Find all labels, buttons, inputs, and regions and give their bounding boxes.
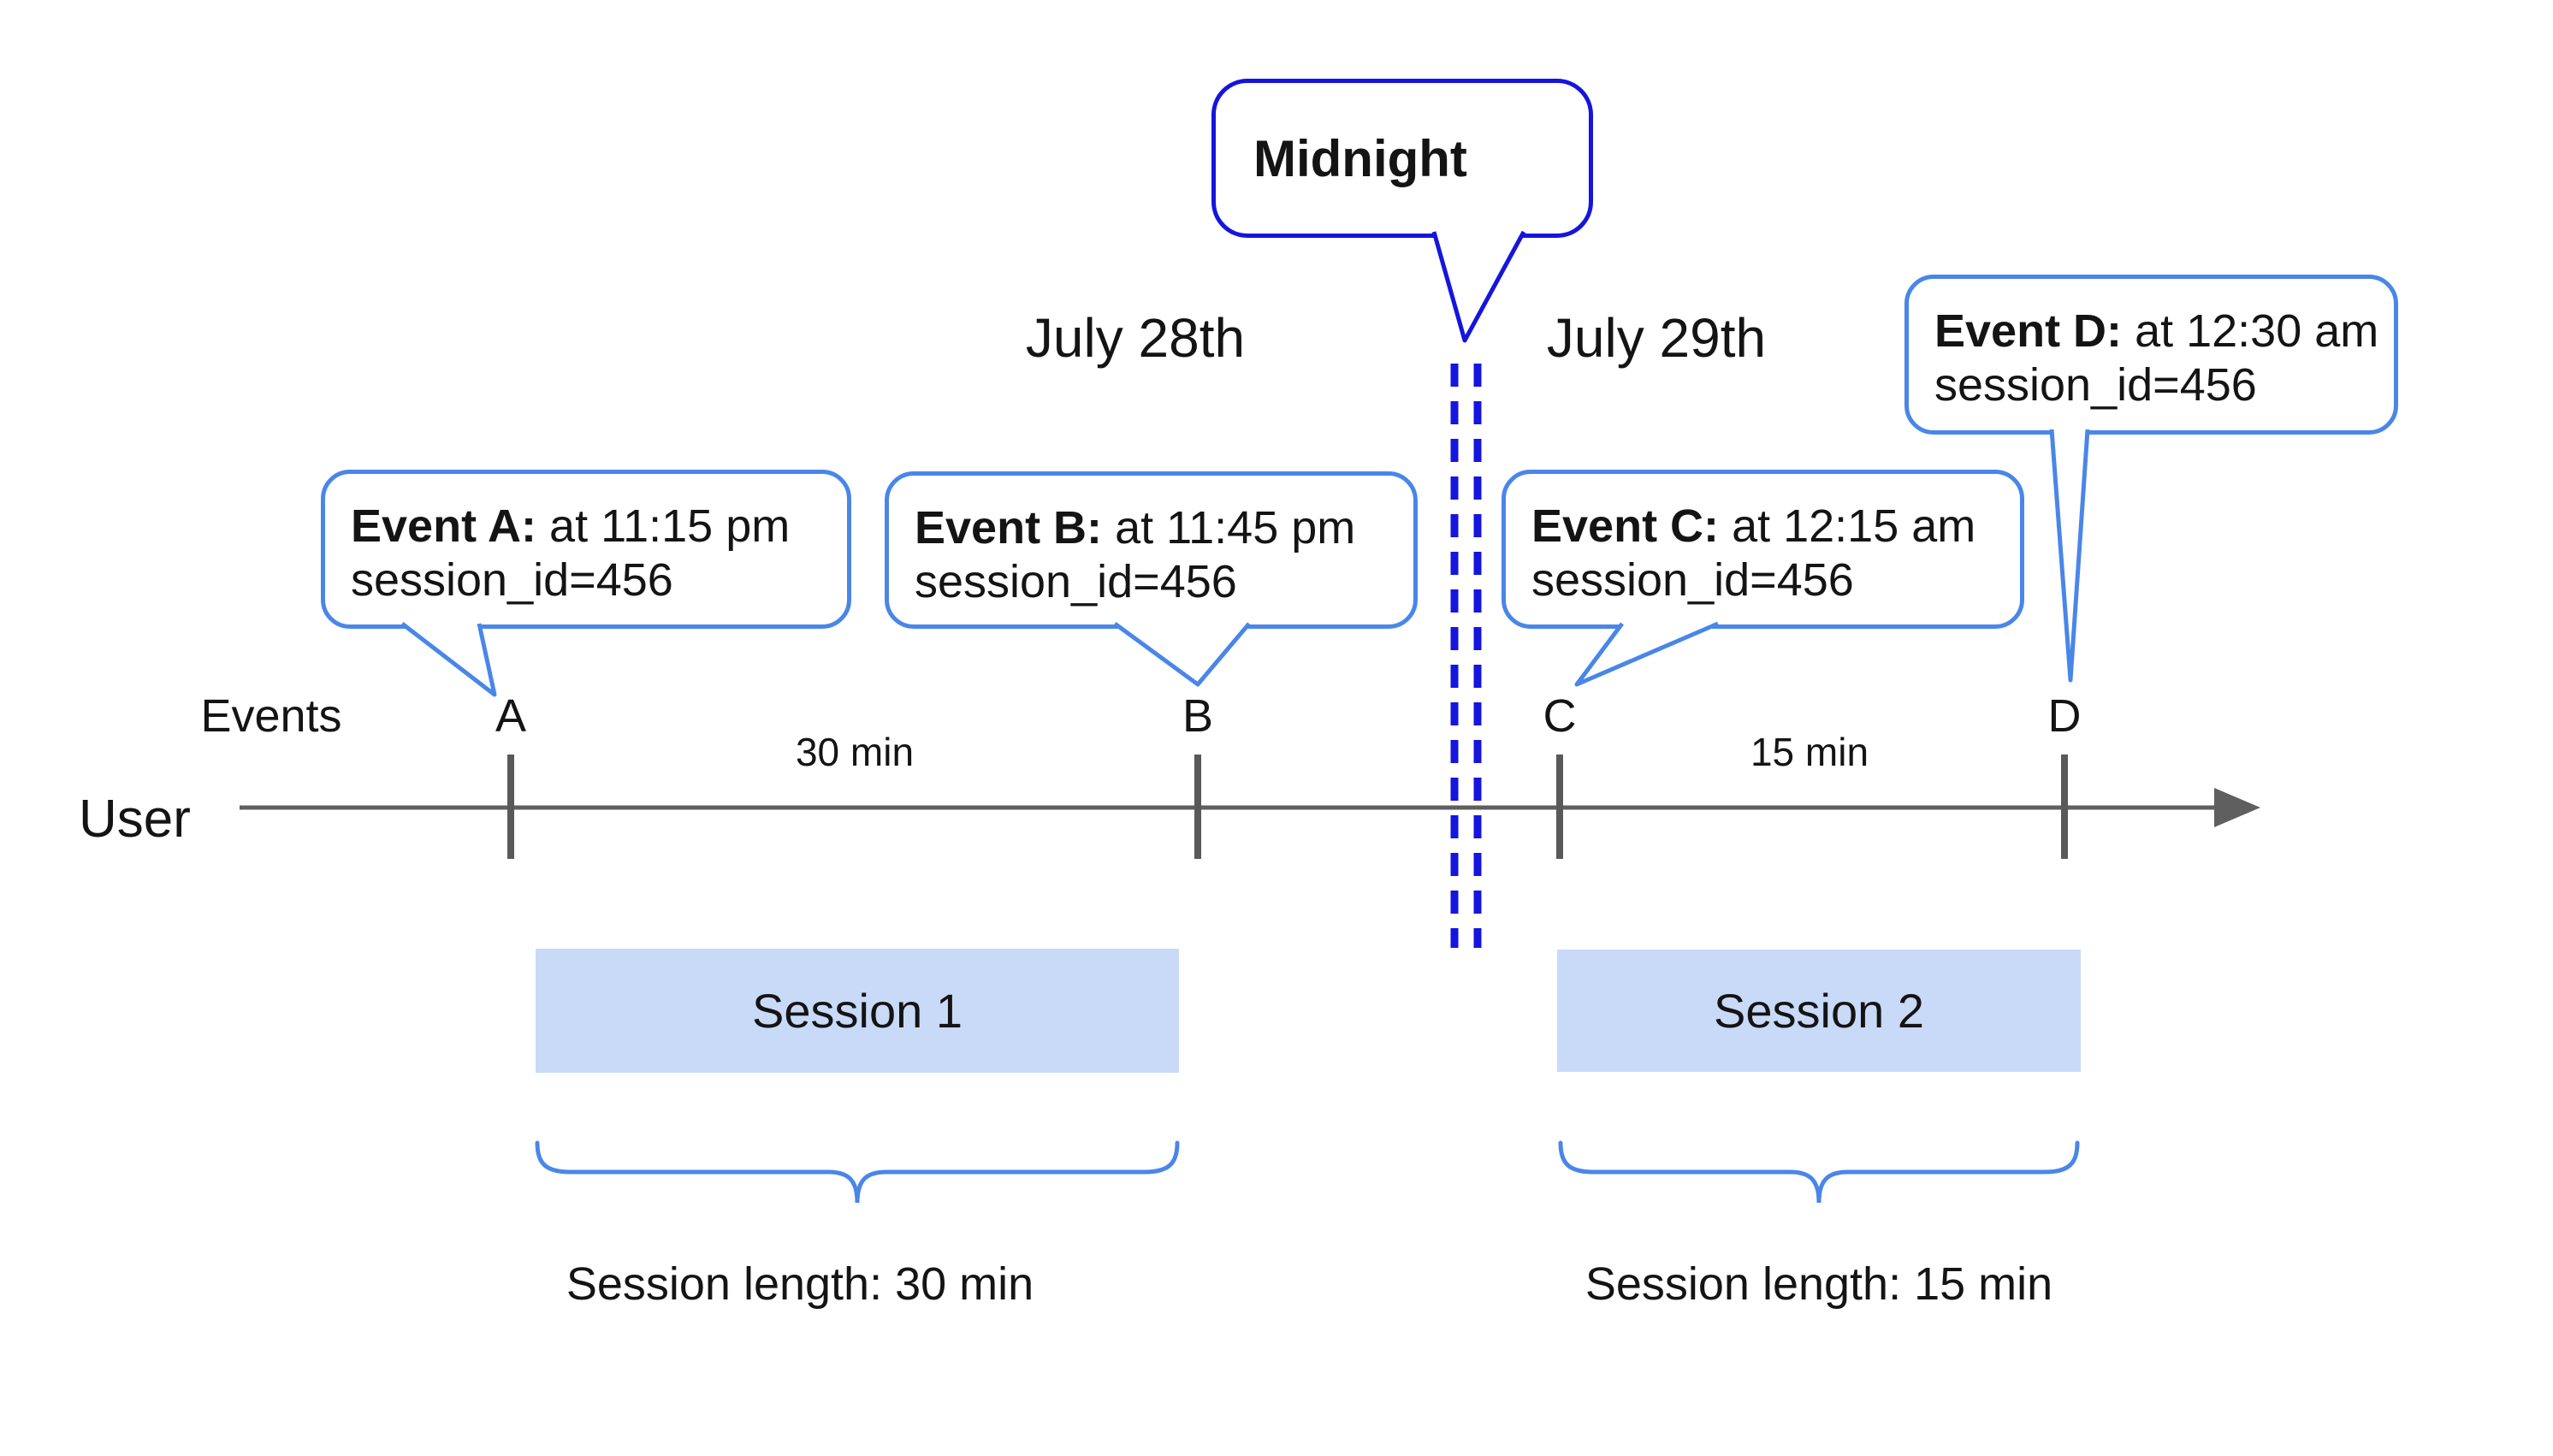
callout-tail-a <box>400 622 497 697</box>
interval-label-30min: 30 min <box>795 730 915 774</box>
event-callout-b-line1: Event B: at 11:45 pm <box>915 501 1396 555</box>
session-2-length-label: Session length: 15 min <box>1585 1258 2053 1310</box>
event-callout-c-session: session_id=456 <box>1531 554 1854 606</box>
event-callout-b-title: Event B: <box>915 502 1103 553</box>
event-callout-d-session: session_id=456 <box>1934 359 2257 411</box>
event-marker-label-c: C <box>1543 690 1577 742</box>
event-marker-label-b: B <box>1182 690 1214 742</box>
event-callout-a-session: session_id=456 <box>351 554 673 606</box>
midnight-callout: Midnight <box>1211 79 1593 238</box>
event-marker-label-a: A <box>495 690 527 742</box>
event-callout-b-time: at 11:45 pm <box>1115 502 1356 553</box>
event-callout-a-time: at 11:15 pm <box>549 500 791 552</box>
event-marker-label-d: D <box>2047 690 2082 742</box>
event-callout-b-session: session_id=456 <box>915 556 1237 607</box>
session-1-brace <box>535 1140 1180 1204</box>
session-1-label: Session 1 <box>752 984 963 1038</box>
timeline-arrowhead-icon <box>2214 788 2260 827</box>
callout-tail-c <box>1574 621 1719 687</box>
callout-tail-b <box>1113 621 1251 687</box>
event-callout-c-line1: Event C: at 12:15 am <box>1531 500 2003 553</box>
callout-tail-d <box>2049 429 2090 683</box>
event-callout-d-time: at 12:30 am <box>2135 305 2379 357</box>
events-axis-label: Events <box>200 690 342 742</box>
event-callout-b: Event B: at 11:45 pm session_id=456 <box>885 471 1418 629</box>
event-callout-c: Event C: at 12:15 am session_id=456 <box>1502 470 2024 629</box>
event-callout-a-text: Event A: at 11:15 pm session_id=456 <box>325 474 847 607</box>
date-label-july-29: July 29th <box>1546 307 1767 369</box>
session-2-label: Session 2 <box>1714 984 1924 1038</box>
event-callout-a: Event A: at 11:15 pm session_id=456 <box>321 470 851 629</box>
event-callout-d-title: Event D: <box>1934 305 2123 357</box>
event-callout-d-line1: Event D: at 12:30 am <box>1934 305 2379 358</box>
event-callout-c-title: Event C: <box>1531 500 1720 552</box>
session-2-box: Session 2 <box>1557 950 2081 1072</box>
interval-label-15min: 15 min <box>1750 730 1869 774</box>
user-axis-label: User <box>79 790 191 849</box>
event-callout-c-text: Event C: at 12:15 am session_id=456 <box>1506 474 2020 607</box>
session-1-length-label: Session length: 30 min <box>566 1258 1034 1310</box>
event-callout-d: Event D: at 12:30 am session_id=456 <box>1904 275 2398 435</box>
event-callout-c-time: at 12:15 am <box>1732 500 1976 552</box>
session-1-box: Session 1 <box>536 949 1179 1073</box>
event-callout-a-line1: Event A: at 11:15 pm <box>351 500 830 553</box>
event-callout-a-title: Event A: <box>351 500 537 552</box>
event-callout-b-text: Event B: at 11:45 pm session_id=456 <box>889 476 1413 609</box>
midnight-label: Midnight <box>1253 129 1467 187</box>
session-2-brace <box>1558 1140 2080 1204</box>
event-callout-d-text: Event D: at 12:30 am session_id=456 <box>1909 279 2394 412</box>
date-label-july-28: July 28th <box>1025 307 1246 369</box>
